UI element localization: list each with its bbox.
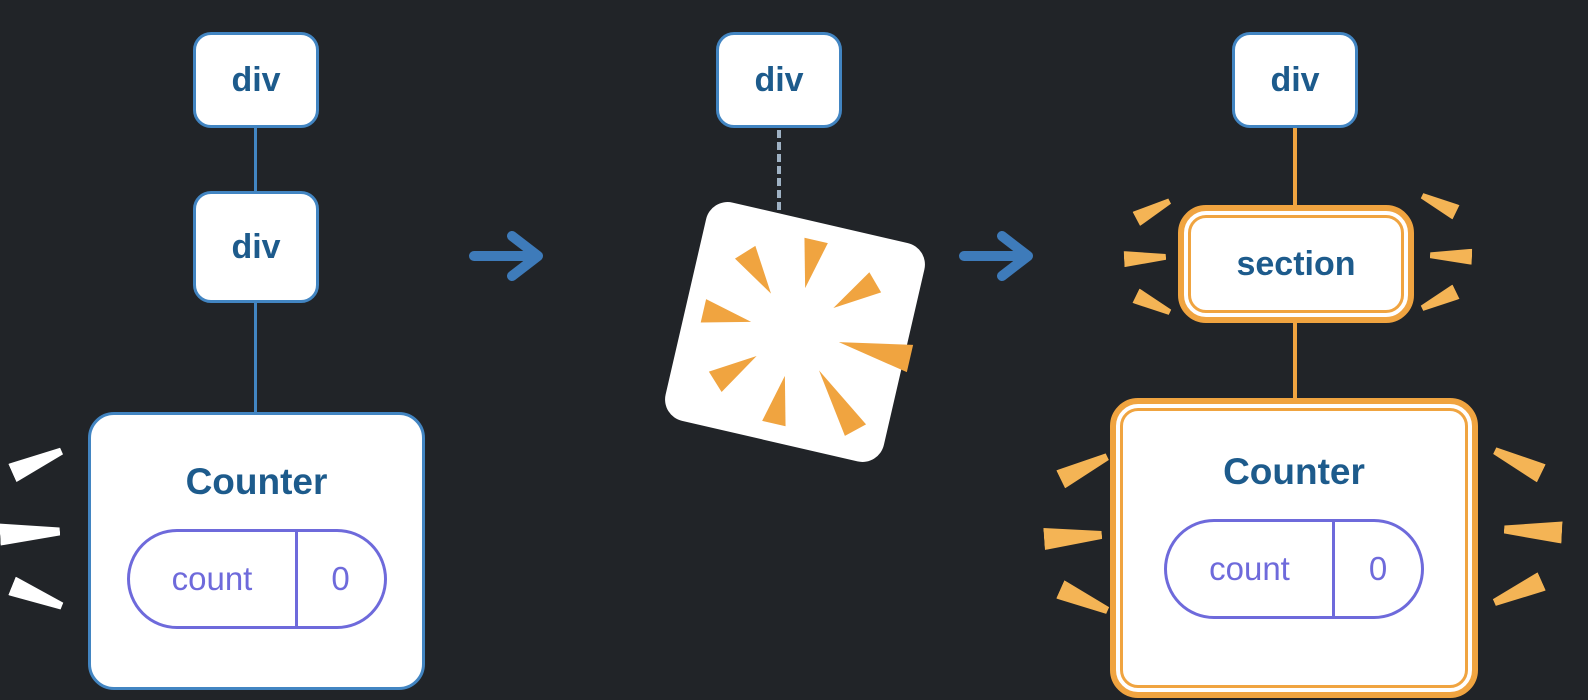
- spark-icon: [1418, 284, 1459, 315]
- state-key: count: [1167, 522, 1335, 616]
- counter-title: Counter: [1223, 451, 1365, 492]
- state-value: 0: [331, 560, 350, 597]
- section-node-inner: section: [1188, 215, 1404, 313]
- spark-icon: [1056, 448, 1112, 489]
- transition-arrow-icon: [959, 231, 1033, 281]
- spark-icon: [1430, 247, 1473, 264]
- after-section-node: section: [1178, 205, 1414, 323]
- poof-explosion-icon: [665, 202, 925, 462]
- spark-icon: [8, 577, 66, 616]
- spark-icon: [1490, 572, 1546, 611]
- spark-icon: [1124, 249, 1167, 267]
- after-counter-component: Counter count 0: [1110, 398, 1478, 698]
- tree-edge-new: [1293, 128, 1297, 205]
- removed-tree-edge-dashed: [777, 130, 781, 210]
- state-pill: count 0: [1164, 519, 1424, 619]
- during-root-div-node: div: [716, 32, 842, 128]
- tree-edge: [254, 128, 257, 191]
- after-root-div-node: div: [1232, 32, 1358, 128]
- spark-icon: [1490, 442, 1546, 483]
- spark-icon: [1043, 524, 1102, 550]
- counter-title: Counter: [185, 461, 328, 502]
- tree-edge-new: [1293, 323, 1297, 398]
- state-pill: count 0: [126, 529, 387, 629]
- node-label: div: [231, 227, 281, 266]
- state-value: 0: [1368, 550, 1388, 587]
- tree-edge: [254, 303, 257, 412]
- before-root-div-node: div: [193, 32, 319, 128]
- transition-arrow-icon: [469, 231, 543, 281]
- counter-component-inner: Counter count 0: [1120, 408, 1468, 688]
- node-label: div: [1270, 60, 1320, 99]
- state-key: count: [130, 532, 298, 626]
- spark-icon: [1132, 288, 1173, 319]
- before-child-div-node: div: [193, 191, 319, 303]
- spark-icon: [1132, 194, 1173, 226]
- before-counter-component: Counter count 0: [88, 412, 425, 690]
- node-label: div: [754, 60, 804, 99]
- node-label: section: [1236, 244, 1356, 283]
- spark-icon: [0, 520, 61, 545]
- spark-icon: [1056, 580, 1112, 619]
- spark-icon: [1503, 518, 1562, 543]
- node-label: div: [231, 60, 281, 99]
- spark-icon: [1418, 188, 1459, 219]
- spark-icon: [8, 442, 65, 482]
